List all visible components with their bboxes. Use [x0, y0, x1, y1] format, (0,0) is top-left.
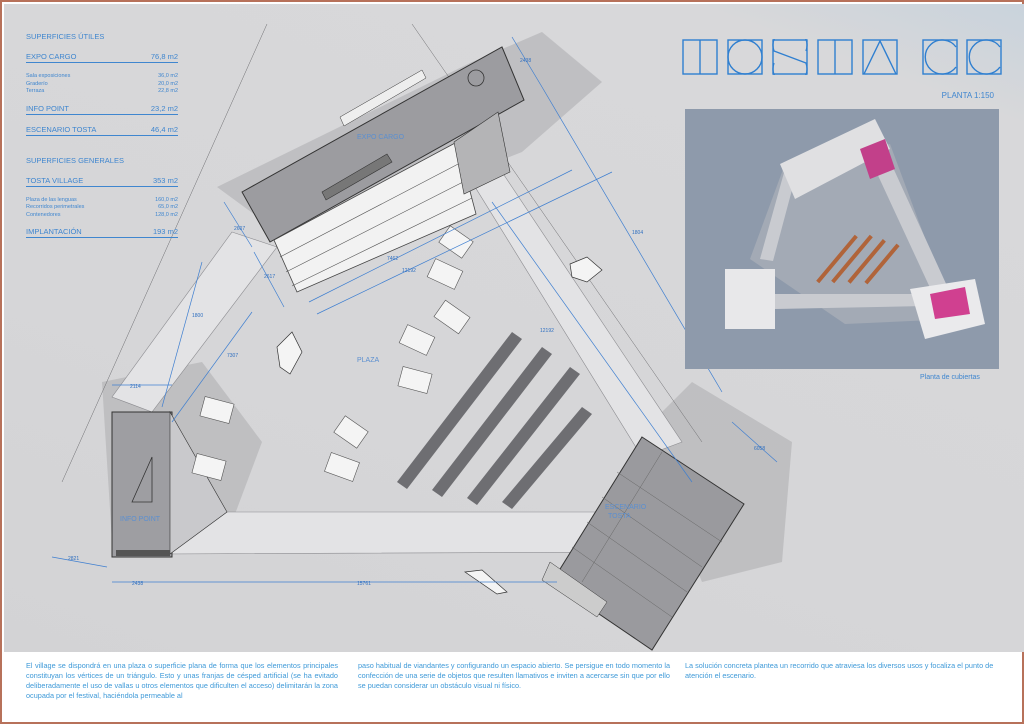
plan-label-stage: TOSTA	[608, 513, 631, 520]
area-value: 36,0 m2	[158, 73, 178, 79]
area-value: 128,0 m2	[155, 211, 178, 218]
area-label: Sala exposiciones	[26, 73, 71, 79]
area-label: TOSTA VILLAGE	[26, 175, 84, 185]
area-label: EXPO CARGO	[26, 52, 77, 61]
description-col-2: paso habitual de viandantes y configuran…	[358, 661, 670, 690]
dim-label: 7462	[387, 256, 398, 262]
dimension-labels: 2438 2607 2617 7462 12192 12192 1804 180…	[68, 58, 765, 587]
area-row-village: TOSTA VILLAGE 353 m2	[26, 176, 178, 187]
dim-label: 2821	[68, 556, 79, 562]
area-value: 160,0 m2	[155, 196, 178, 203]
area-value: 193 m2	[152, 227, 178, 236]
area-value: 65,0 m2	[158, 204, 178, 210]
dim-label: 7307	[227, 353, 238, 359]
dim-label: 12192	[540, 328, 554, 334]
dim-label: 2617	[264, 274, 275, 280]
dim-label: 2607	[234, 226, 245, 232]
site-plan: 2438 2607 2617 7462 12192 12192 1804 180…	[51, 23, 792, 651]
loungers	[191, 225, 474, 482]
area-label: ESCENARIO TOSTA	[26, 124, 97, 134]
general-areas-heading: SUPERFICIES GENERALES	[26, 155, 124, 165]
seating-rows	[397, 332, 592, 509]
expo-cargo-container	[241, 46, 525, 293]
expo-breakdown: Sala exposiciones 36,0 m2 Graderío 20,0 m2…	[26, 73, 178, 96]
area-label: Contenedores	[26, 211, 61, 218]
area-value: 76,8 m2	[150, 52, 178, 61]
description-col-3: La solución concreta plantea un recorrid…	[685, 661, 994, 680]
useful-areas-heading: SUPERFICIES ÚTILES	[26, 32, 105, 41]
description-col-1: El village se dispondrá en una plaza o s…	[26, 661, 338, 700]
plan-label-info: INFO POINT	[120, 516, 161, 523]
dim-label: 12192	[402, 268, 416, 274]
area-label: Plaza de las lenguas	[26, 196, 77, 203]
area-summary: SUPERFICIES ÚTILES EXPO CARGO 76,8 m2 Sal…	[26, 32, 178, 248]
area-row-stage: ESCENARIO TOSTA 46,4 m2	[26, 125, 178, 136]
render-caption: Planta de cubiertas	[920, 374, 980, 381]
dim-label: 15761	[357, 581, 371, 587]
stage-container	[541, 436, 745, 651]
plan-label-plaza: PLAZA	[357, 357, 380, 364]
area-label: INFO POINT	[26, 103, 69, 113]
dim-label: 1800	[192, 313, 203, 319]
dim-label: 2114	[130, 384, 141, 390]
scale-label: PLANTA 1:150	[941, 91, 994, 100]
perimeter-paths	[111, 171, 683, 555]
area-label: Terraza	[26, 88, 45, 94]
area-value: 22,8 m2	[158, 88, 178, 94]
area-label: Recorridos perimetrales	[26, 204, 85, 210]
dim-label: 2438	[132, 581, 143, 587]
area-label: IMPLANTACIÓN	[26, 227, 82, 236]
area-row-info: INFO POINT 23,2 m2	[26, 104, 178, 115]
roof-plan-render	[685, 109, 999, 369]
plan-label-expo: EXPO CARGO	[357, 134, 405, 141]
dim-label: 6058	[754, 446, 765, 452]
area-row-expo: EXPO CARGO 76,8 m2	[26, 52, 178, 63]
info-point-container	[111, 410, 228, 558]
plan-label-stage: ESCENARIO	[605, 504, 647, 511]
dim-label: 1804	[632, 230, 643, 236]
area-value: 20,0 m2	[158, 80, 178, 87]
village-breakdown: Plaza de las lenguas 160,0 m2 Recorridos …	[26, 197, 178, 220]
area-value: 353 m2	[152, 175, 178, 185]
area-label: Graderío	[26, 80, 48, 87]
area-value: 46,4 m2	[150, 124, 178, 134]
area-value: 23,2 m2	[150, 103, 178, 113]
dim-label: 2438	[520, 58, 531, 64]
title-logo	[682, 39, 1002, 75]
area-row-implant: IMPLANTACIÓN 193 m2	[26, 227, 178, 238]
